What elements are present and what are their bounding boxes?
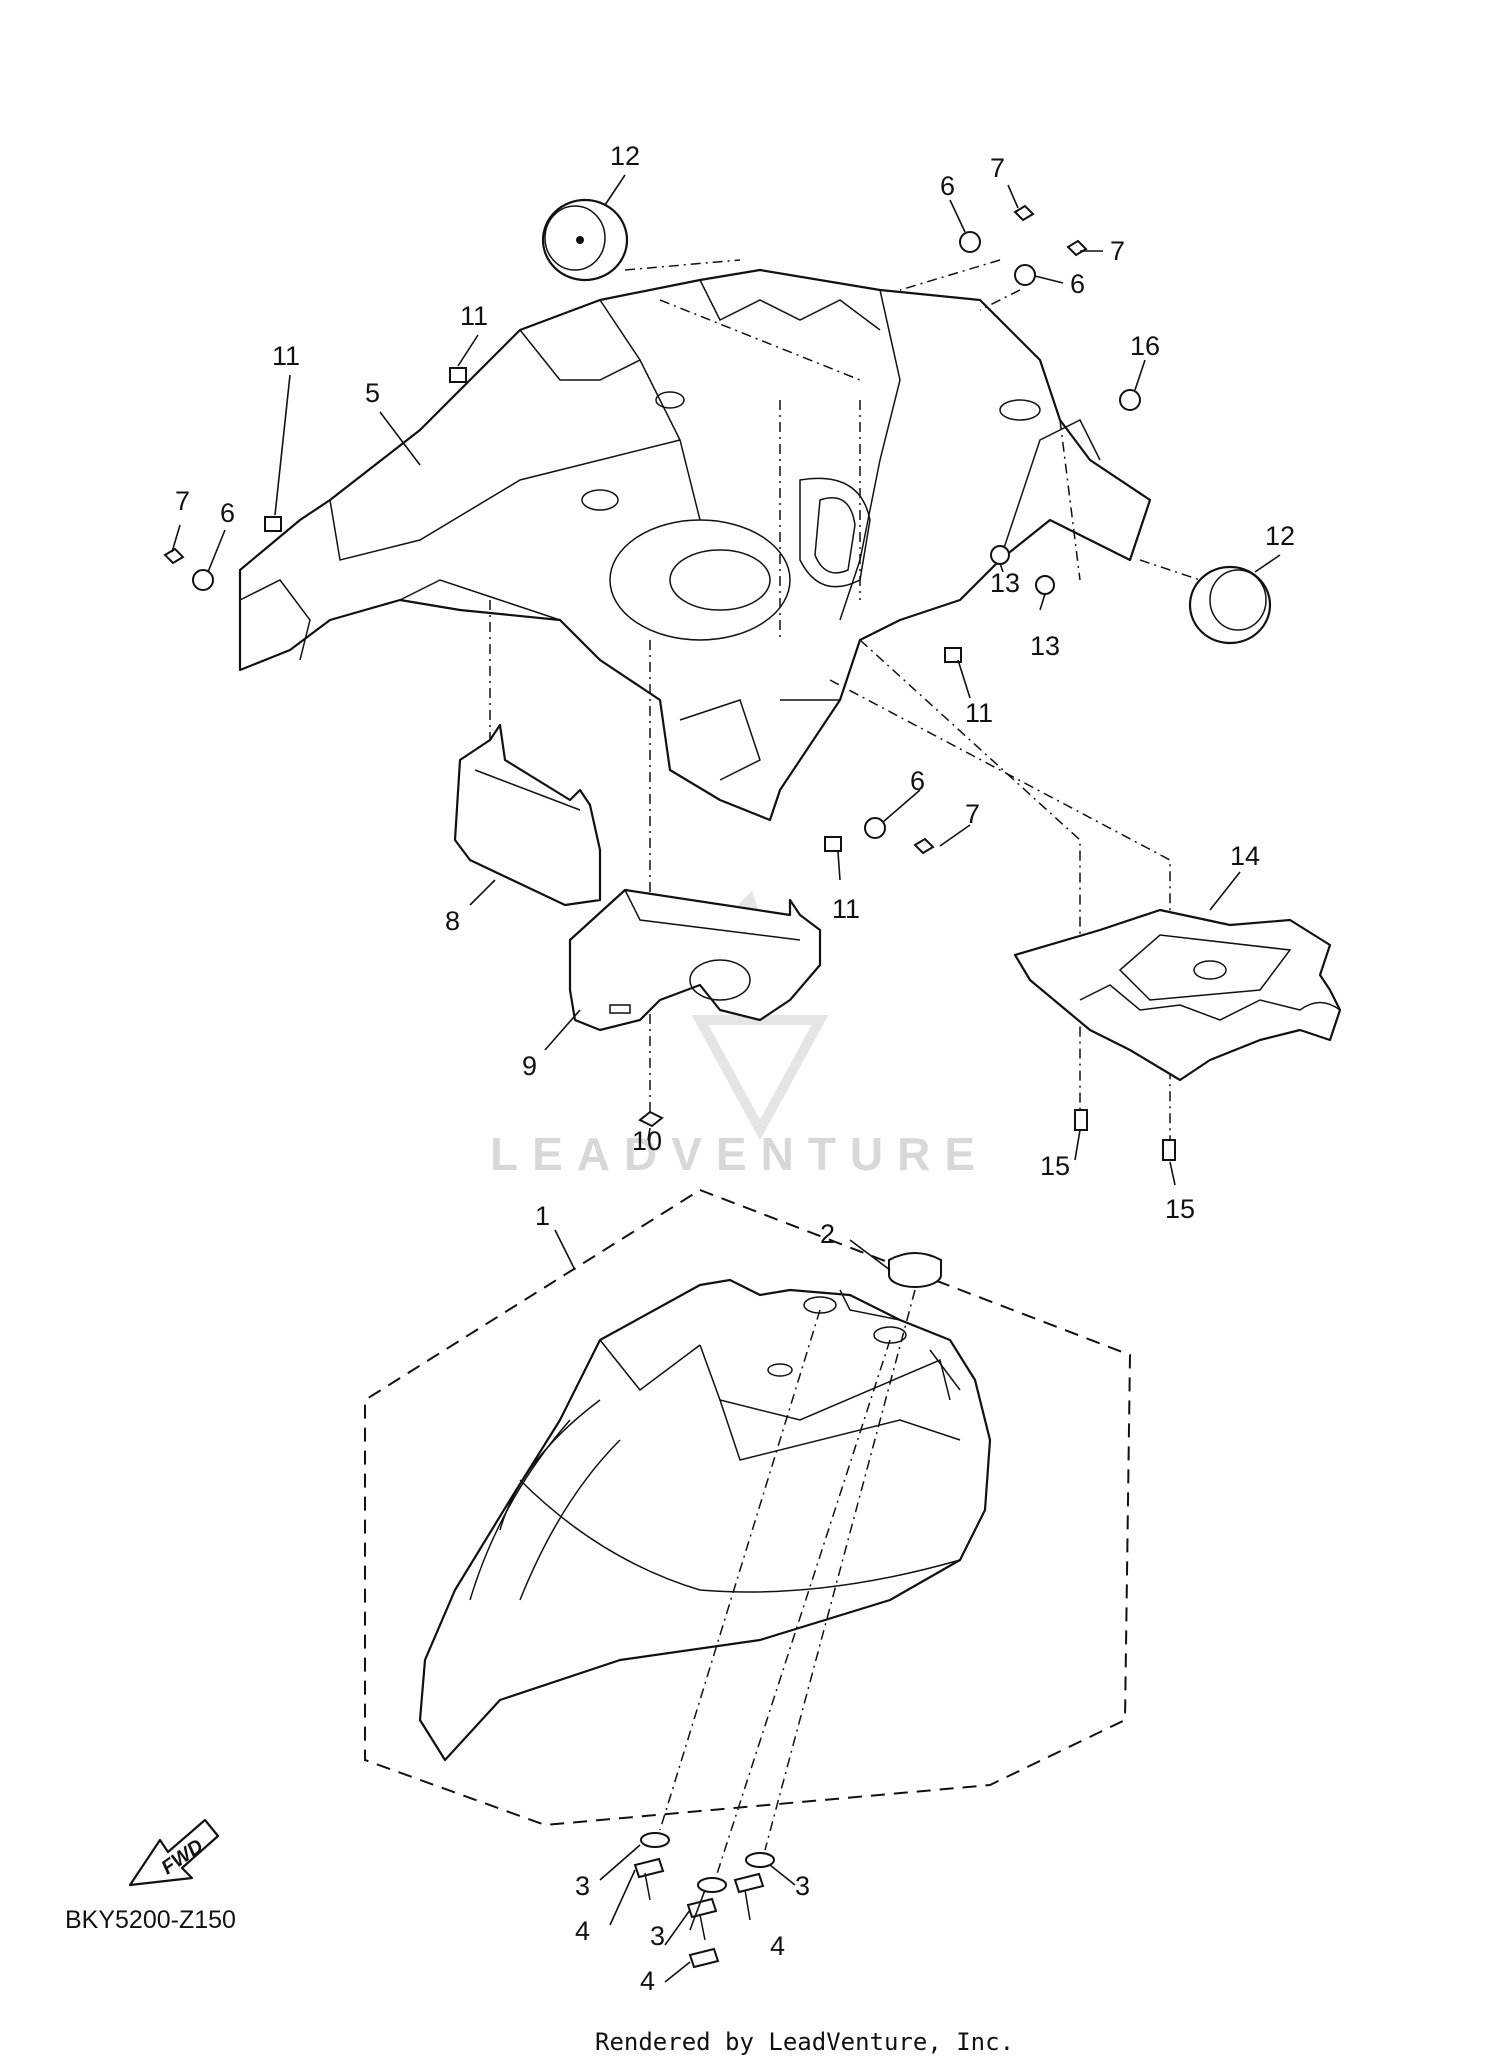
hardware-small-parts [163,204,1176,1161]
front-fender-part-1 [418,1278,992,1762]
callout-4-right: 4 [770,1931,785,1961]
callout-6-left: 6 [220,498,235,528]
kit-boundary-part-1 [364,1188,1132,1827]
callout-6-upper: 6 [940,171,955,201]
diagram-code: BKY5200-Z150 [65,1906,236,1934]
callout-9: 9 [522,1051,537,1081]
callout-1: 1 [535,1201,550,1231]
callout-12-right: 12 [1265,521,1295,551]
callout-7-right: 7 [1110,236,1125,266]
callout-7-left: 7 [175,486,190,516]
inner-guard-part-9 [568,888,822,1032]
callout-14: 14 [1230,841,1260,871]
callout-11-upper: 11 [460,301,488,331]
leader-lines [171,174,1281,1983]
callout-11-left: 11 [272,341,300,371]
fender-fasteners [633,1832,775,1969]
callout-12-left: 12 [610,141,640,171]
fwd-arrow-icon: FWD [128,1818,220,1887]
callout-2: 2 [820,1219,835,1249]
callout-4-lower: 4 [640,1966,655,1996]
callout-7-lower: 7 [965,799,980,829]
callout-13-right: 13 [1030,631,1060,661]
undertray-part-14 [1013,908,1342,1082]
callout-8: 8 [445,906,460,936]
fender-assembly-lines [659,1289,916,1881]
callout-15-left: 15 [1040,1151,1070,1181]
cover-plate-part-8 [453,723,602,907]
rear-fender-body-part-5 [238,268,1152,822]
callout-3-right: 3 [795,1871,810,1901]
callout-5: 5 [365,378,380,408]
footer-credit: Rendered by LeadVenture, Inc. [595,2028,1014,2056]
callout-13-left: 13 [990,568,1020,598]
reflector-part-12-left [541,198,629,282]
callout-7-upper: 7 [990,153,1005,183]
callout-16: 16 [1130,331,1160,361]
callout-6-lower: 6 [910,766,925,796]
callout-labels: 12 6 7 7 6 16 11 5 11 7 6 12 13 13 11 6 … [175,141,1295,1996]
reflector-part-12-right [1188,565,1272,645]
watermark-text: LEADVENTURE [490,1128,989,1180]
damper-part-2 [888,1252,942,1288]
callout-4-left: 4 [575,1916,590,1946]
callout-3-center: 3 [650,1921,665,1951]
callout-3-left: 3 [575,1871,590,1901]
callout-15-right: 15 [1165,1194,1195,1224]
callout-11-lower: 11 [832,894,860,924]
callout-10: 10 [632,1126,662,1156]
callout-6-right: 6 [1070,269,1085,299]
callout-11-center: 11 [965,698,993,728]
